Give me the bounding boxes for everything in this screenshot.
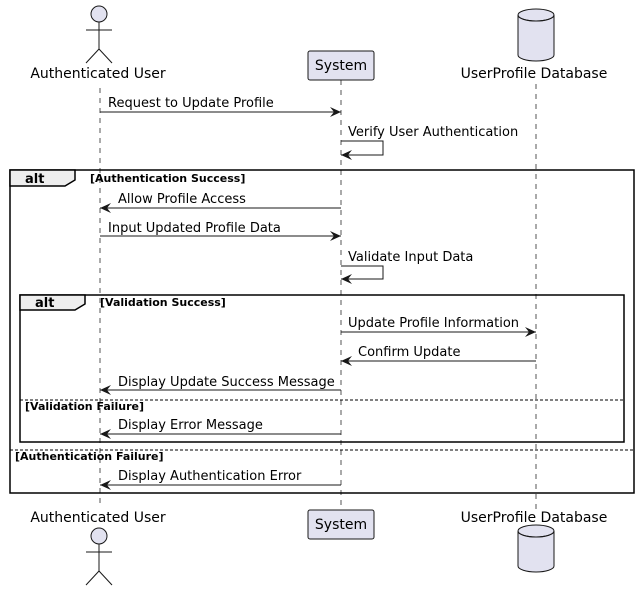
alt-keyword-inner: alt [35, 296, 54, 311]
alt-keyword-outer: alt [25, 172, 44, 187]
participant-system-box-bottom [307, 509, 375, 540]
message-label: Verify User Authentication [348, 125, 518, 140]
participant-system-box-top [307, 50, 375, 81]
participant-system-label-bottom: System [315, 517, 367, 533]
message-label: Allow Profile Access [118, 192, 246, 207]
message-label: Display Error Message [118, 418, 263, 433]
self-message-arrow [341, 265, 384, 284]
message-label: Input Updated Profile Data [108, 221, 281, 236]
alt-guard-auth-failure: [Authentication Failure] [15, 450, 164, 463]
alt-fragment-inner [19, 294, 625, 443]
message-label: Confirm Update [358, 345, 460, 360]
actor-icon [85, 527, 113, 586]
message-label: Update Profile Information [348, 316, 519, 331]
alt-guard-validation-success: [Validation Success] [100, 296, 226, 309]
participant-user-label-top: Authenticated User [30, 66, 166, 82]
database-icon [517, 524, 555, 573]
participant-db-label-bottom: UserProfile Database [461, 510, 608, 526]
database-icon [517, 8, 555, 62]
alt-tab-outer [9, 169, 76, 187]
self-message-arrow [341, 140, 384, 160]
alt-guard-validation-failure: [Validation Failure] [25, 400, 144, 413]
message-label: Request to Update Profile [108, 96, 274, 111]
alt-fragment-outer [9, 169, 635, 494]
alt-guard-auth-success: [Authentication Success] [90, 172, 245, 185]
message-label: Validate Input Data [348, 250, 473, 265]
message-label: Display Update Success Message [118, 375, 335, 390]
participant-db-label-top: UserProfile Database [461, 66, 608, 82]
participant-system-label-top: System [315, 58, 367, 74]
actor-icon [85, 5, 113, 64]
message-label: Display Authentication Error [118, 469, 302, 484]
participant-user-label-bottom: Authenticated User [30, 510, 166, 526]
alt-tab-inner [19, 294, 86, 311]
